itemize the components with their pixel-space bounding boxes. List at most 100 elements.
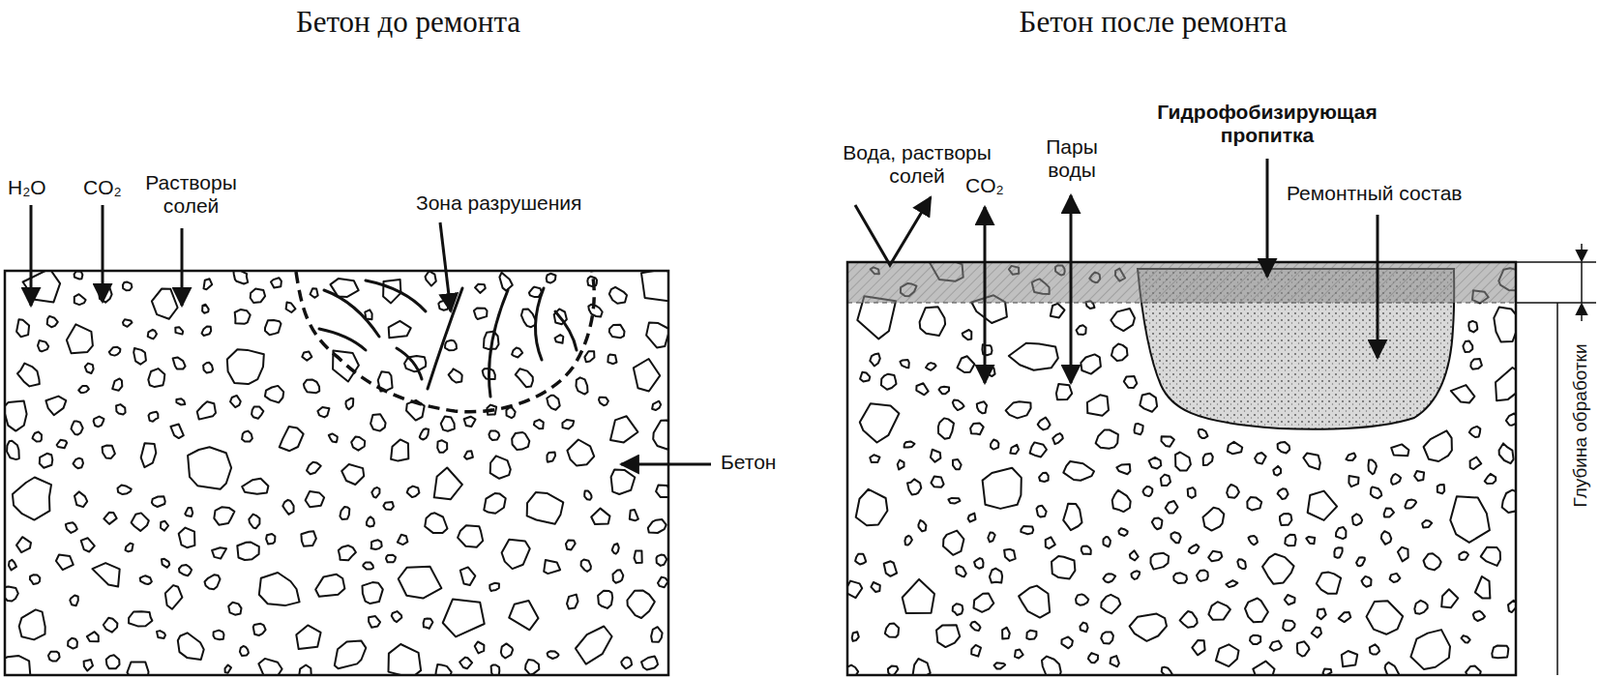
aggregate-stone	[1502, 490, 1516, 513]
aggregate-stone	[170, 424, 183, 440]
aggregate-stone	[241, 431, 253, 443]
aggregate-stone	[1129, 614, 1167, 642]
aggregate-stone	[211, 547, 227, 559]
aggregate-stone	[1384, 508, 1394, 518]
aggregate-stone	[646, 322, 669, 348]
aggregate-stone	[109, 347, 121, 356]
aggregate-stone	[106, 654, 120, 669]
aggregate-stone	[629, 509, 639, 521]
aggregate-stone	[1422, 520, 1432, 528]
aggregate-stone	[148, 412, 159, 422]
aggregate-stone	[881, 374, 897, 390]
aggregate-stone	[265, 385, 284, 403]
aggregate-stone	[925, 362, 937, 371]
aggregate-stone	[591, 508, 610, 525]
aggregate-stone	[131, 512, 149, 532]
aggregate-stone	[1499, 443, 1514, 464]
aggregate-stone	[1381, 531, 1393, 545]
aggregate-stone	[4, 655, 31, 676]
aggregate-stone	[852, 631, 860, 642]
aggregate-stone	[1004, 549, 1016, 562]
aggregate-stone	[464, 450, 474, 460]
aggregate-stone	[1414, 471, 1424, 481]
aggregate-stone	[464, 416, 476, 427]
aggregate-stone	[265, 320, 282, 335]
aggregate-stone	[434, 468, 463, 501]
hydrophobic-layer	[847, 262, 1516, 303]
aggregate-stone	[6, 441, 20, 460]
aggregate-stone	[1002, 627, 1010, 640]
aggregate-stone	[176, 398, 185, 405]
aggregate-stone	[1370, 486, 1383, 499]
aggregate-stone	[1462, 340, 1473, 353]
aggregate-stone	[93, 416, 105, 428]
aggregate-stone	[47, 316, 59, 327]
aggregate-stone	[1111, 344, 1128, 361]
aggregate-stone	[987, 533, 995, 543]
aggregate-stone	[1110, 308, 1135, 331]
aggregate-stone	[423, 619, 434, 629]
aggregate-stone	[1397, 547, 1409, 563]
aggregate-stone	[610, 415, 638, 443]
aggregate-stone	[971, 645, 981, 657]
aggregate-stone	[1493, 307, 1516, 343]
aggregate-stone	[1469, 426, 1482, 438]
aggregate-stone	[562, 419, 574, 430]
aggregate-stone	[204, 278, 213, 290]
aggregate-stone	[39, 453, 54, 469]
aggregate-stone	[12, 477, 52, 521]
aggregate-stone	[151, 289, 178, 320]
aggregate-stone	[156, 630, 166, 639]
aggregate-stone	[1129, 550, 1139, 561]
aggregate-stone	[1051, 556, 1075, 580]
aggregate-stone	[341, 464, 364, 485]
aggregate-stone	[248, 514, 260, 530]
aggregate-stone	[598, 397, 609, 407]
aggregate-stone	[1284, 594, 1296, 605]
aggregate-stone	[1495, 367, 1516, 401]
aggregate-stone	[1087, 394, 1109, 415]
aggregate-stone	[128, 611, 152, 626]
aggregate-stone	[391, 611, 403, 623]
aggregate-stone	[1465, 666, 1482, 676]
aggregate-stone	[48, 651, 60, 662]
callout-label: Бетон	[720, 450, 776, 475]
aggregate-stone	[122, 282, 132, 292]
aggregate-stone	[521, 308, 536, 327]
aggregate-stone	[419, 428, 429, 440]
aggregate-stone	[930, 476, 944, 488]
aggregate-stone	[1352, 513, 1363, 526]
aggregate-stone	[990, 440, 999, 450]
aggregate-stone	[103, 512, 117, 525]
aggregate-stone	[474, 307, 488, 320]
aggregate-stone	[916, 383, 928, 395]
aggregate-stone	[581, 560, 592, 572]
aggregate-stone	[250, 289, 266, 303]
aggregate-stone	[1282, 620, 1295, 631]
arrows	[30, 205, 712, 465]
aggregate-stone	[398, 566, 443, 599]
aggregate-stone	[116, 404, 126, 415]
aggregate-stone	[1391, 474, 1401, 485]
aggregate-stone	[1171, 532, 1182, 543]
aggregate-stone	[1203, 453, 1214, 466]
aggregate-stone	[235, 309, 251, 325]
aggregate-stone	[437, 440, 447, 453]
aggregate-stone	[184, 507, 193, 517]
aggregate-stone	[441, 416, 455, 432]
aggregate-stone	[345, 398, 354, 411]
callout-label: CO₂	[965, 174, 1005, 198]
aggregate-stone	[425, 270, 437, 286]
aggregate-stone	[1100, 631, 1114, 644]
aggregate-stone	[1139, 393, 1157, 413]
aggregate-stone	[1151, 553, 1170, 570]
aggregate-stone	[1081, 546, 1092, 555]
aggregate-stone	[435, 664, 452, 676]
aggregate-stone	[621, 657, 632, 670]
aggregate-stone	[205, 574, 221, 590]
aggregate-stone	[1075, 593, 1089, 605]
aggregate-stone	[8, 560, 17, 571]
aggregate-stone	[1307, 491, 1337, 521]
aggregate-stone	[103, 618, 119, 633]
aggregate-stone	[175, 326, 183, 334]
